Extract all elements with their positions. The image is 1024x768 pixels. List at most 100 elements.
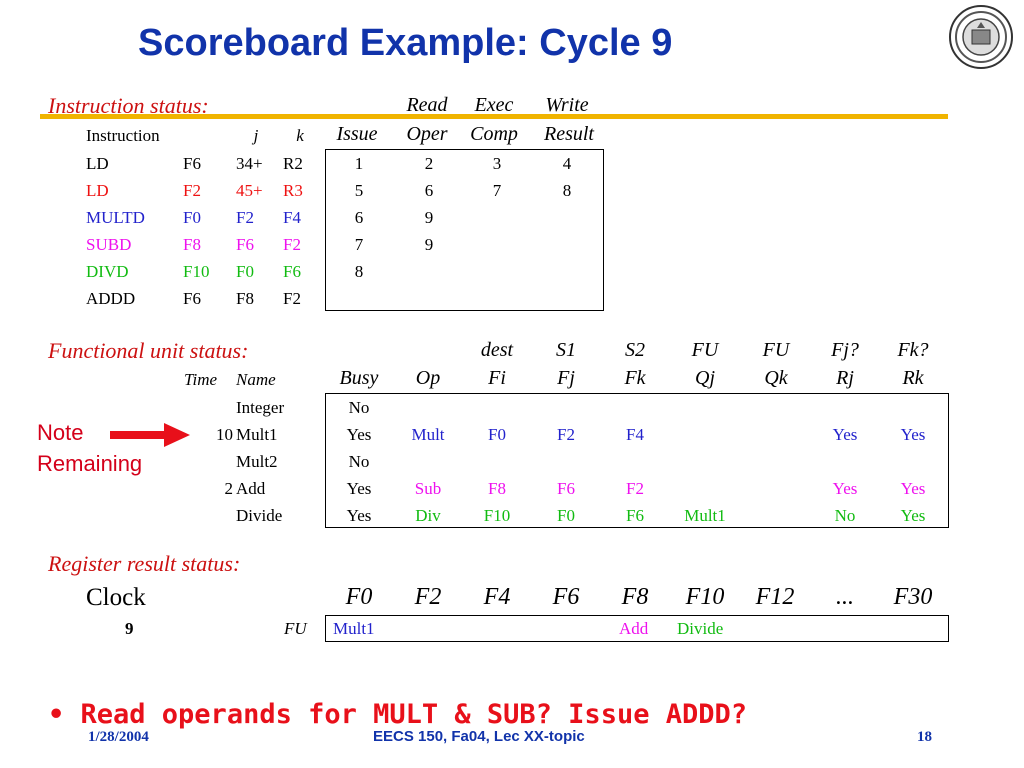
arrow-right-icon xyxy=(110,423,190,447)
instruction-status-label: Instruction status: xyxy=(48,93,209,118)
instr-cell-j: 34+ xyxy=(236,154,263,173)
register-header-8: F30 xyxy=(893,584,933,610)
header-issue: Issue xyxy=(336,123,378,145)
fu-header-col-6: Fk xyxy=(624,367,646,389)
register-result-status-label: Register result status: xyxy=(48,551,241,576)
instr-cell-j: F2 xyxy=(236,208,254,227)
instr-cell-k: F6 xyxy=(283,262,301,281)
bullet-text: Read operands for MULT & SUB? Issue ADDD… xyxy=(80,699,747,730)
fu-cell-fj: F6 xyxy=(557,479,575,498)
fu-name: Mult1 xyxy=(236,425,278,444)
note-label: Note xyxy=(37,420,84,445)
clock-label: Clock xyxy=(86,584,146,611)
fu-cell-rj: No xyxy=(834,506,856,525)
instr-cell-dest: F6 xyxy=(183,154,201,173)
instr-cell-dest: F10 xyxy=(183,262,210,281)
instr-cell-exec: 3 xyxy=(492,154,502,173)
footer-date: 1/28/2004 xyxy=(88,729,149,745)
fu-name: Add xyxy=(236,479,266,498)
header-write: Write xyxy=(545,94,589,116)
fu-cell-rj: Yes xyxy=(832,425,858,444)
instr-cell-dest: F0 xyxy=(183,208,201,227)
instr-cell-op: DIVD xyxy=(86,262,129,281)
fu-header-col-8: Qk xyxy=(764,367,788,389)
fu-header-top-6: Fk? xyxy=(897,339,929,361)
fu-cell-busy: Yes xyxy=(346,425,372,444)
fu-cell-busy: Yes xyxy=(346,506,372,525)
instr-cell-k: F4 xyxy=(283,208,301,227)
register-header-7: ... xyxy=(836,584,854,610)
fu-cell-busy: Yes xyxy=(346,479,372,498)
header-result: Result xyxy=(544,123,594,145)
instruction-status-box xyxy=(325,149,604,311)
instr-cell-read: 9 xyxy=(424,235,434,254)
fu-header-col-10: Rk xyxy=(902,367,924,389)
bullet-question: • Read operands for MULT & SUB? Issue AD… xyxy=(48,699,747,730)
header-read: Read xyxy=(406,94,448,116)
footer-course: EECS 150, Fa04, Lec XX-topic xyxy=(373,728,585,745)
instr-cell-dest: F6 xyxy=(183,289,201,308)
instr-cell-op: ADDD xyxy=(86,289,136,308)
fu-name: Mult2 xyxy=(236,452,278,471)
instr-cell-issue: 6 xyxy=(354,208,364,227)
instr-cell-read: 9 xyxy=(424,208,434,227)
fu-header-col-4: Fi xyxy=(488,367,506,389)
instr-cell-op: LD xyxy=(86,181,109,200)
header-exec: Exec xyxy=(474,94,514,116)
slide-title: Scoreboard Example: Cycle 9 xyxy=(138,22,673,64)
bullet-dot: • xyxy=(48,699,81,730)
instr-cell-j: 45+ xyxy=(236,181,263,200)
instr-cell-j: F8 xyxy=(236,289,254,308)
fu-cell-op: Sub xyxy=(414,479,442,498)
register-value-4: Add xyxy=(619,619,649,638)
fu-header-top-2: S2 xyxy=(625,339,645,361)
fu-header-col-7: Qj xyxy=(695,367,715,389)
register-value-5: Divide xyxy=(677,619,724,638)
register-header-3: F6 xyxy=(552,584,580,610)
fu-cell-fj: F2 xyxy=(557,425,575,444)
instr-cell-issue: 8 xyxy=(354,262,364,281)
fu-cell-op: Div xyxy=(415,506,441,525)
university-seal-icon xyxy=(949,5,1013,69)
fu-cell-busy: No xyxy=(348,452,370,471)
register-result-box xyxy=(325,615,949,642)
header-comp: Comp xyxy=(470,123,518,145)
instr-cell-write: 4 xyxy=(562,154,572,173)
instr-cell-op: MULTD xyxy=(86,208,145,227)
instr-cell-dest: F2 xyxy=(183,181,201,200)
register-value-0: Mult1 xyxy=(333,619,375,638)
fu-cell-op: Mult xyxy=(411,425,445,444)
fu-header-col-3: Op xyxy=(415,367,441,389)
instr-cell-issue: 7 xyxy=(354,235,364,254)
title-underline xyxy=(40,114,948,119)
fu-row-label: FU xyxy=(284,619,307,638)
header-k: k xyxy=(296,126,304,145)
instr-cell-j: F6 xyxy=(236,235,254,254)
fu-cell-fj: F0 xyxy=(557,506,575,525)
fu-header-col-2: Busy xyxy=(339,367,379,389)
instr-cell-issue: 1 xyxy=(354,154,364,173)
fu-header-top-5: Fj? xyxy=(831,339,859,361)
fu-time: 10 xyxy=(216,425,233,444)
fu-cell-fk: F2 xyxy=(626,479,644,498)
fu-cell-fk: F6 xyxy=(626,506,644,525)
fu-header-name: Name xyxy=(236,370,276,389)
instr-cell-j: F0 xyxy=(236,262,254,281)
register-header-6: F12 xyxy=(755,584,795,610)
instr-cell-read: 2 xyxy=(424,154,434,173)
instr-cell-dest: F8 xyxy=(183,235,201,254)
fu-header-top-4: FU xyxy=(762,339,790,361)
remaining-label: Remaining xyxy=(37,451,143,476)
fu-cell-qj: Mult1 xyxy=(684,506,726,525)
register-header-2: F4 xyxy=(483,584,511,610)
clock-value: 9 xyxy=(125,619,134,638)
instr-cell-read: 6 xyxy=(424,181,434,200)
instr-cell-write: 8 xyxy=(562,181,572,200)
fu-cell-rk: Yes xyxy=(900,425,926,444)
fu-cell-rk: Yes xyxy=(900,506,926,525)
register-header-1: F2 xyxy=(414,584,442,610)
fu-header-col-5: Fj xyxy=(557,367,575,389)
register-header-5: F10 xyxy=(685,584,725,610)
register-header-0: F0 xyxy=(345,584,373,610)
header-instruction: Instruction xyxy=(86,126,160,145)
